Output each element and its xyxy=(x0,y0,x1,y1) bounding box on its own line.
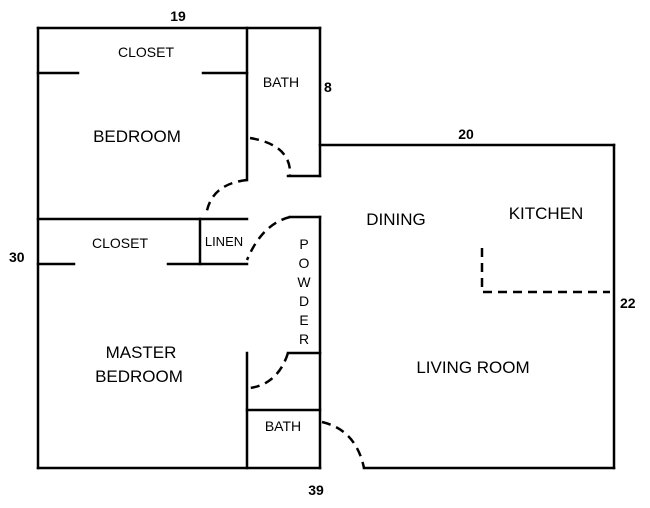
label-closet-mid: CLOSET xyxy=(92,235,148,251)
interior-walls xyxy=(36,26,322,470)
door-swing-entry xyxy=(321,420,366,469)
door-swing-powder xyxy=(249,352,290,390)
powder-letter: D xyxy=(299,293,309,309)
door-swings xyxy=(204,136,610,469)
room-labels: CLOSET BATH BEDROOM CLOSET LINEN P O W D… xyxy=(92,44,583,434)
powder-letter: R xyxy=(299,331,309,347)
door-swing-linen xyxy=(245,215,291,261)
label-bath-top: BATH xyxy=(263,74,299,90)
label-kitchen: KITCHEN xyxy=(509,204,584,223)
label-master-line1: MASTER xyxy=(106,343,177,362)
label-living-room: LIVING ROOM xyxy=(416,358,529,377)
dimension-dining-top: 20 xyxy=(458,126,474,142)
label-bath-bottom: BATH xyxy=(265,418,301,434)
label-powder: P O W D E R xyxy=(297,236,311,347)
dimension-labels: 19 8 20 30 22 39 xyxy=(9,8,636,498)
dimension-bottom: 39 xyxy=(308,482,324,498)
label-linen: LINEN xyxy=(205,234,243,249)
door-swing-bedroom xyxy=(204,178,248,217)
powder-letter: E xyxy=(299,312,308,328)
dimension-left: 30 xyxy=(9,249,25,265)
kitchen-counter xyxy=(480,248,610,294)
label-dining: DINING xyxy=(366,210,426,229)
powder-letter: P xyxy=(299,236,308,252)
label-master-line2: BEDROOM xyxy=(95,367,183,386)
door-swing-bath-top xyxy=(249,136,292,177)
dimension-top: 19 xyxy=(170,8,186,24)
powder-letter: O xyxy=(299,255,310,271)
label-bedroom: BEDROOM xyxy=(93,127,181,146)
dimension-right: 22 xyxy=(620,295,636,311)
dimension-bath-side: 8 xyxy=(324,79,332,95)
powder-letter: W xyxy=(297,274,311,290)
label-closet-top: CLOSET xyxy=(118,44,174,60)
exterior-walls xyxy=(36,26,616,470)
